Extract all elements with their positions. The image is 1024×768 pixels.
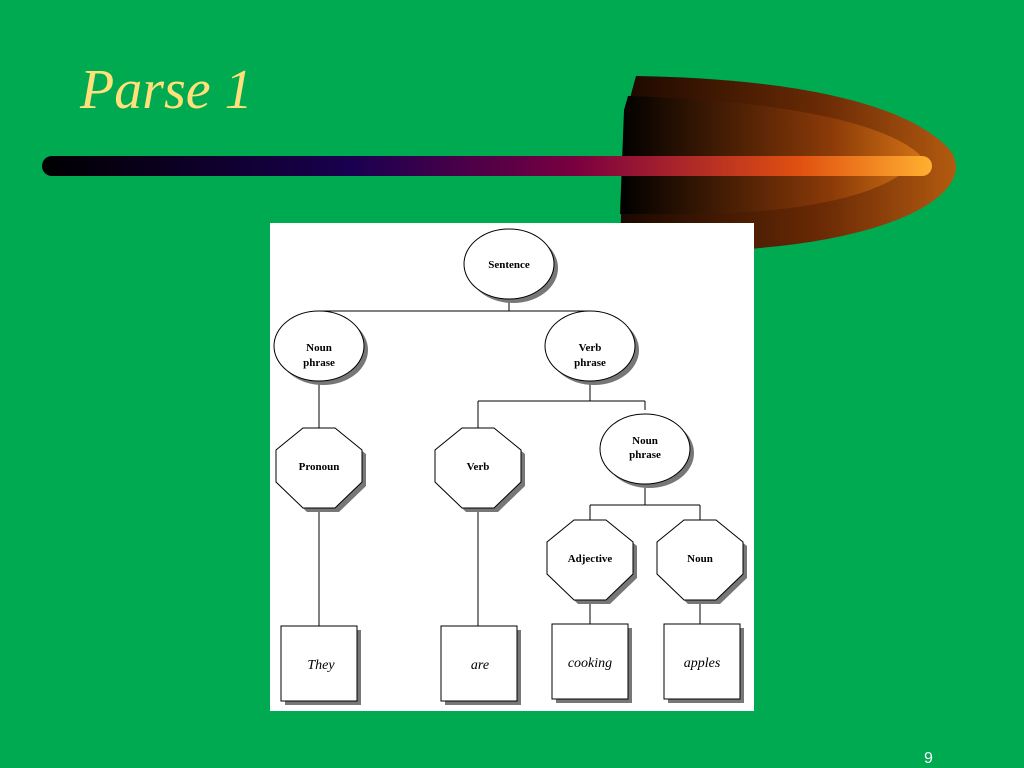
node-verb bbox=[434, 427, 522, 509]
node-noun bbox=[656, 519, 744, 601]
leaf-cooking: cooking bbox=[568, 656, 612, 671]
label-adjective: Adjective bbox=[568, 553, 613, 565]
page-number: 9 bbox=[924, 750, 933, 767]
label-verb-phrase-line2: phrase bbox=[574, 357, 606, 369]
node-adjective bbox=[546, 519, 634, 601]
label-noun-phrase-1-line1: Noun bbox=[306, 342, 332, 354]
label-verb: Verb bbox=[467, 461, 490, 473]
swoosh-bar bbox=[42, 156, 932, 176]
label-noun-phrase-2-line1: Noun bbox=[632, 435, 658, 447]
leaf-they: They bbox=[307, 658, 335, 673]
leaf-box-cooking bbox=[551, 623, 629, 700]
parse-tree-panel: Sentence Noun phrase Verb phrase Pronoun… bbox=[270, 223, 754, 711]
leaf-box-apples bbox=[663, 623, 741, 700]
node-noun-phrase-1 bbox=[273, 310, 365, 382]
leaf-box-are bbox=[440, 625, 518, 702]
node-pronoun bbox=[275, 427, 363, 509]
node-sentence bbox=[463, 228, 555, 300]
label-pronoun: Pronoun bbox=[299, 461, 340, 473]
parse-tree: Sentence Noun phrase Verb phrase Pronoun… bbox=[273, 228, 747, 705]
label-verb-phrase-line1: Verb bbox=[579, 342, 602, 354]
label-noun: Noun bbox=[687, 553, 713, 565]
leaf-box-they bbox=[280, 625, 358, 702]
node-noun-phrase-2 bbox=[599, 413, 691, 485]
label-sentence: Sentence bbox=[488, 259, 530, 271]
slide-title: Parse 1 bbox=[80, 59, 253, 121]
leaf-are: are bbox=[471, 658, 489, 673]
swoosh-cone-inner bbox=[620, 96, 920, 214]
leaf-apples: apples bbox=[684, 656, 721, 671]
node-verb-phrase bbox=[544, 310, 636, 382]
label-noun-phrase-2-line2: phrase bbox=[629, 449, 661, 461]
label-noun-phrase-1-line2: phrase bbox=[303, 357, 335, 369]
